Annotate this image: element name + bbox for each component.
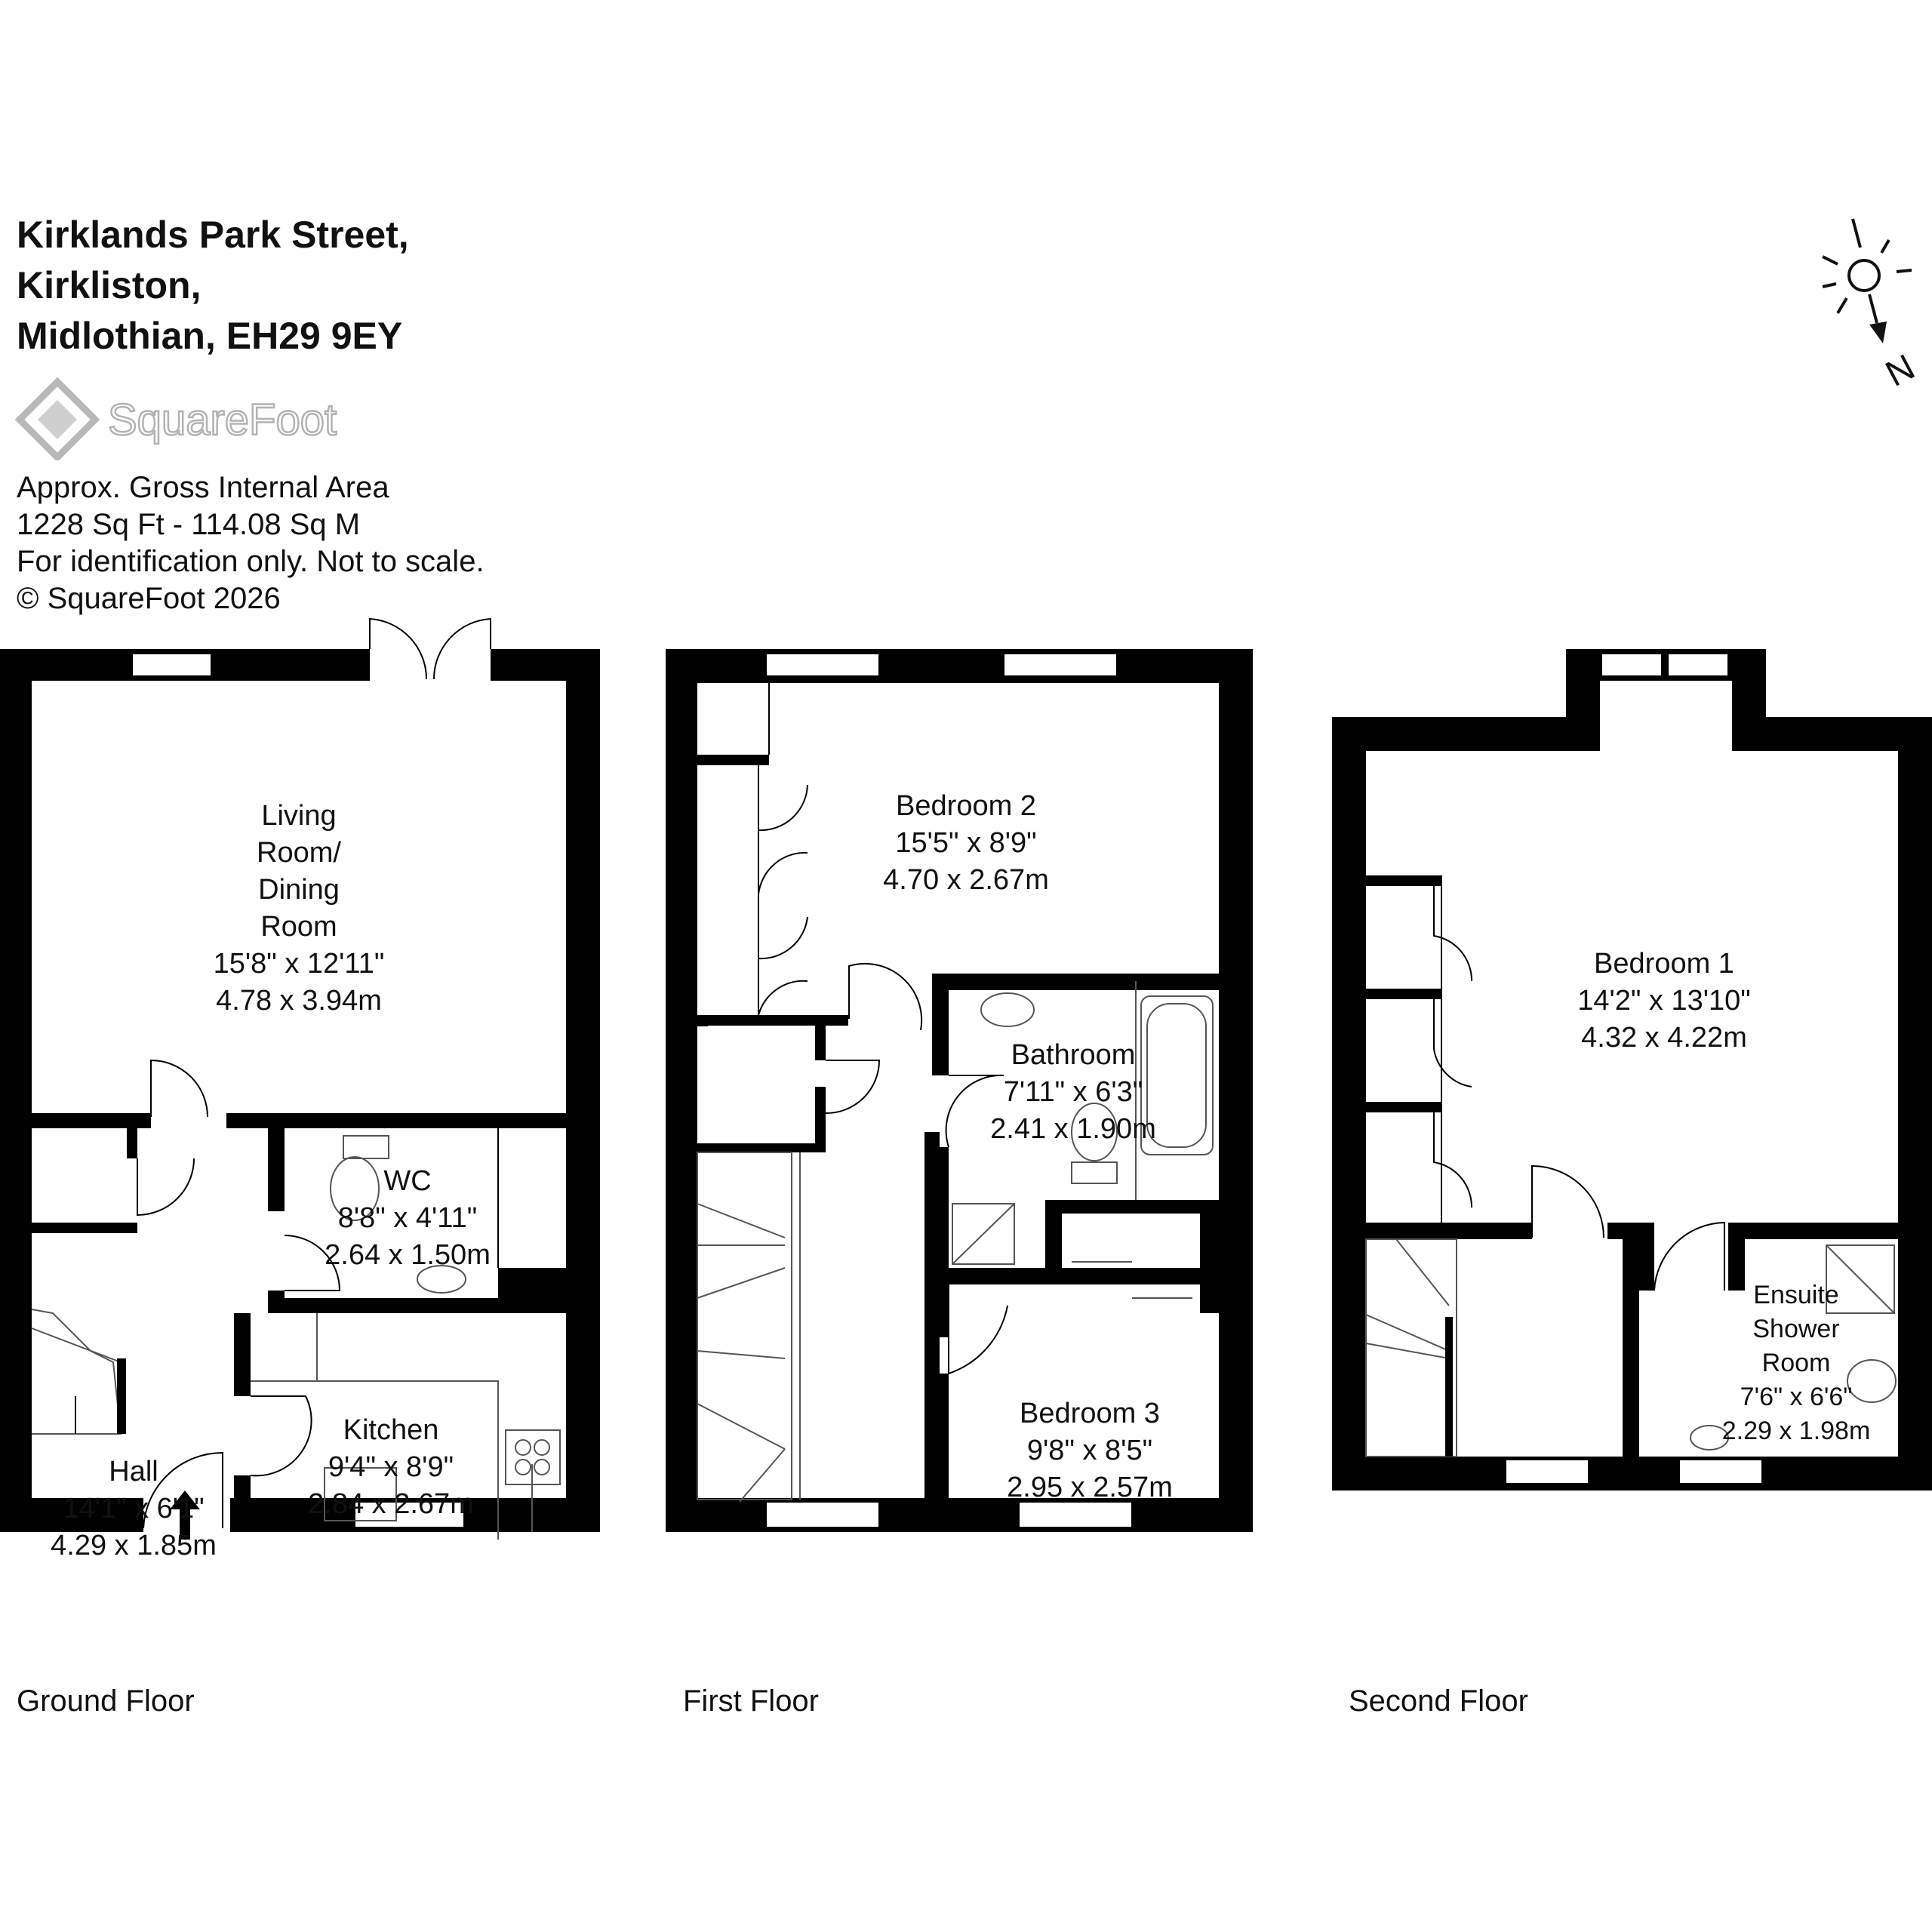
ensuite-metric: 2.29 x 1.98m (1722, 1417, 1871, 1445)
bedroom2-metric: 4.70 x 2.67m (883, 864, 1049, 896)
shower (1826, 1244, 1895, 1314)
living-room-imperial: 15'8" x 12'11" (214, 948, 385, 980)
door (150, 1059, 208, 1118)
toilet (330, 1156, 380, 1221)
bedroom1-name: Bedroom 1 (1594, 948, 1734, 980)
wc-name: WC (383, 1165, 431, 1197)
entrance-arrow-icon (170, 1491, 200, 1540)
kitchen-name: Kitchen (343, 1414, 439, 1446)
basin (980, 992, 1035, 1027)
living-room-metric: 4.78 x 3.94m (216, 985, 382, 1017)
ground-floor-label: Ground Floor (17, 1684, 195, 1718)
kitchen-imperial: 9'4" x 8'9" (328, 1451, 454, 1483)
address-line-3: Midlothian, EH29 9EY (17, 315, 403, 357)
first-floor-label: First Floor (683, 1684, 819, 1718)
living-room-name-3: Dining (258, 874, 340, 906)
bathroom-imperial: 7'11" x 6'3" (1004, 1076, 1143, 1108)
ensuite-name-2: Shower (1752, 1315, 1839, 1343)
squarefoot-diamond-logo-icon (14, 377, 100, 460)
window (354, 1501, 465, 1528)
toilet (1847, 1359, 1897, 1403)
second-floor-label: Second Floor (1349, 1684, 1528, 1718)
bath (1140, 995, 1214, 1155)
property-address: Kirklands Park Street, Kirkliston, Midlo… (17, 210, 409, 361)
sink (324, 1467, 397, 1521)
squarefoot-logo: SquareFoot (14, 377, 337, 460)
stairs (1365, 1238, 1457, 1457)
hall-name: Hall (109, 1456, 158, 1487)
bathroom-metric: 2.41 x 1.90m (990, 1113, 1156, 1145)
ensuite-name-1: Ensuite (1753, 1281, 1838, 1309)
ground-floor-plan (0, 617, 600, 1540)
basin (1690, 1425, 1729, 1451)
living-room-name-1: Living (261, 800, 336, 832)
first-floor-plan (666, 649, 1253, 1532)
bedroom1-imperial: 14'2" x 13'10" (1577, 985, 1751, 1017)
hall-imperial: 14'1" x 6'1" (63, 1493, 204, 1524)
bedroom1-metric: 4.32 x 4.22m (1581, 1022, 1747, 1054)
bathroom-name: Bathroom (1011, 1039, 1136, 1071)
toilet (1071, 1103, 1118, 1161)
bedroom3-metric: 2.95 x 2.57m (1007, 1472, 1173, 1503)
living-room-name-4: Room (260, 911, 337, 943)
shower (952, 1203, 1015, 1265)
bedroom2-name: Bedroom 2 (896, 790, 1036, 822)
toilet-cistern (343, 1135, 389, 1159)
window (131, 653, 212, 677)
french-doors (369, 617, 491, 680)
area-info: Approx. Gross Internal Area 1228 Sq Ft -… (17, 469, 485, 617)
bedroom3-name: Bedroom 3 (1020, 1398, 1160, 1429)
disclaimer: For identification only. Not to scale. (17, 545, 485, 578)
second-floor-plan (1332, 649, 1932, 1491)
ensuite-imperial: 7'6" x 6'6" (1740, 1383, 1853, 1411)
kitchen-metric: 2.84 x 2.67m (308, 1488, 474, 1520)
wc-metric: 2.64 x 1.50m (325, 1239, 491, 1271)
area-caption: Approx. Gross Internal Area (17, 471, 389, 504)
copyright: © SquareFoot 2026 (17, 582, 281, 615)
living-room-name-2: Room/ (257, 837, 341, 869)
room-labels: Living Room/ Dining Room 15'8" x 12'11" … (51, 790, 1870, 1561)
area-value: 1228 Sq Ft - 114.08 Sq M (17, 508, 361, 541)
wc-imperial: 8'8" x 4'11" (338, 1202, 477, 1234)
address-line-2: Kirkliston, (17, 264, 202, 306)
hall-metric: 4.29 x 1.85m (51, 1530, 217, 1561)
address-line-1: Kirklands Park Street, (17, 214, 409, 256)
bedroom3-imperial: 9'8" x 8'5" (1027, 1435, 1152, 1466)
wc-basin (417, 1265, 466, 1294)
ensuite-name-3: Room (1762, 1349, 1831, 1377)
stairs (697, 1152, 801, 1503)
logo-text: SquareFoot (108, 395, 337, 445)
sun-compass-icon: N (1822, 218, 1921, 395)
bedroom2-imperial: 15'5" x 8'9" (895, 827, 1036, 859)
